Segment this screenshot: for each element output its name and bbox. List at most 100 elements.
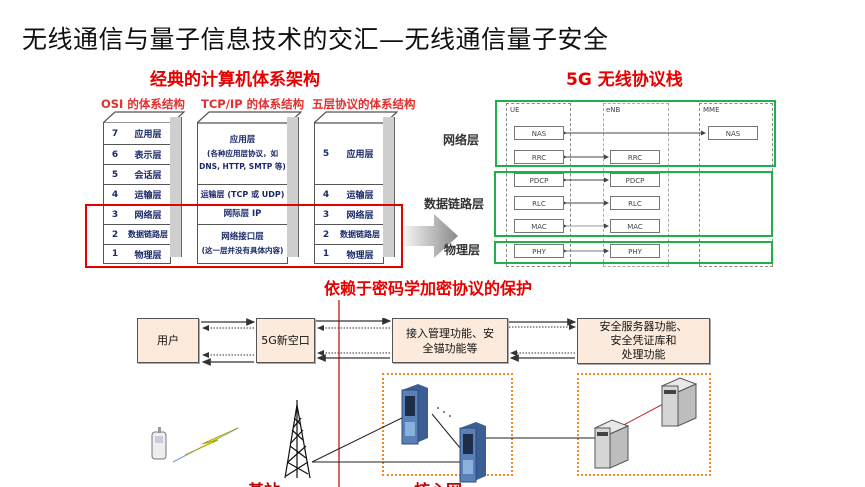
- access-label-line: 接入管理功能、安: [406, 326, 494, 340]
- osi-title: OSI 的体系结构: [101, 97, 185, 111]
- layer-label: 表示层: [134, 151, 162, 161]
- enb-label: eNB: [606, 106, 621, 114]
- phy-enb: PHY: [610, 244, 660, 258]
- security-label-line: 安全凭证库和: [610, 334, 677, 347]
- link-tower-core1: [311, 413, 411, 463]
- osi-stack-side: [170, 117, 182, 257]
- layer-label: 应用层: [134, 130, 162, 140]
- osi-layer-5: 5 会话层: [104, 164, 170, 184]
- user-label: 用户: [157, 334, 179, 347]
- layer-sublabel: DNS, HTTP, SMTP 等): [199, 162, 286, 171]
- mme-label: MME: [703, 106, 720, 114]
- core-server-icon: [459, 422, 486, 483]
- layer-label: 网络层: [346, 211, 374, 221]
- five-layer-stack-top: [314, 111, 398, 124]
- rrc-ue: RRC: [514, 150, 564, 164]
- cell-tower-icon: [284, 400, 311, 479]
- tcpip-link-layer: 网络接口层 (这一层并没有具体内容): [198, 224, 287, 263]
- layer-label: 物理层: [134, 250, 162, 261]
- tcpip-transport-layer: 运输层 (TCP 或 UDP): [198, 184, 287, 204]
- layer-num: 1: [322, 249, 330, 259]
- core-network-label-clipped: 核心网: [414, 481, 462, 487]
- layer-num: 3: [111, 209, 119, 220]
- security-server-group: [577, 373, 711, 476]
- osi-layer-1: 1 物理层: [104, 244, 170, 263]
- tcpip-stack-top: [197, 111, 302, 124]
- security-server-icon: [660, 377, 698, 427]
- nas-mme: NAS: [708, 126, 758, 140]
- transition-arrow-icon: [404, 214, 458, 258]
- layer-label: 网络接口层: [221, 232, 264, 242]
- user-box: 用户: [137, 318, 199, 363]
- tcpip-application-layer: 应用层 (各种应用层协议，如 DNS, HTTP, SMTP 等): [198, 123, 287, 184]
- rlc-enb: RLC: [610, 196, 660, 210]
- page-title: 无线通信与量子信息技术的交汇—无线通信量子安全: [22, 25, 609, 54]
- layer-num: 2: [111, 229, 119, 240]
- tcpip-stack: 应用层 (各种应用层协议，如 DNS, HTTP, SMTP 等) 运输层 (T…: [197, 111, 302, 264]
- five-layer-title: 五层协议的体系结构: [312, 97, 416, 111]
- osi-layer-7: 7 应用层: [104, 123, 170, 144]
- lightning-icon: [184, 427, 239, 456]
- tcpip-title: TCP/IP 的体系结构: [201, 97, 305, 111]
- five-layer-stack-side: [383, 117, 395, 257]
- layer-num: 2: [322, 229, 330, 240]
- layer-num: 4: [322, 189, 330, 200]
- crypto-protection-heading: 依赖于密码学加密协议的保护: [324, 279, 533, 298]
- nas-ue: NAS: [514, 126, 564, 140]
- security-label-line: 处理功能: [621, 348, 666, 361]
- lower-layers-highlight: [85, 204, 403, 268]
- layer-num: 5: [111, 169, 119, 180]
- air-interface-label: 5G新空口: [261, 334, 310, 347]
- network-illustration: [151, 377, 698, 483]
- base-station-label-clipped: 基站: [248, 481, 280, 487]
- tcpip-stack-side: [287, 117, 299, 257]
- osi-layer-4: 4 运输层: [104, 184, 170, 204]
- layer-label: 运输层: [134, 191, 162, 201]
- five-layer-1: 1 物理层: [315, 244, 383, 263]
- layer-num: 1: [111, 249, 119, 259]
- phy-ue: PHY: [514, 244, 564, 258]
- core-server-icon: [401, 384, 428, 445]
- enb-column: [603, 103, 669, 267]
- 5g-air-interface-box: 5G新空口: [256, 318, 315, 363]
- ue-label: UE: [510, 106, 520, 114]
- ue-column: [506, 103, 571, 267]
- layer-label: 数据链路层: [340, 230, 380, 239]
- five-layer-2: 2 数据链路层: [315, 224, 383, 244]
- layer-num: 7: [111, 128, 119, 139]
- 5g-stack-heading: 5G 无线协议栈: [566, 70, 683, 90]
- datalink-layer-label: 数据链路层: [424, 197, 485, 211]
- osi-stack-top: [103, 111, 185, 123]
- phone-icon: [151, 427, 167, 460]
- layer-num: 4: [111, 189, 119, 200]
- five-layer-4: 4 运输层: [315, 184, 383, 204]
- mac-ue: MAC: [514, 219, 564, 233]
- classic-architecture-heading: 经典的计算机体系架构: [150, 70, 320, 90]
- mac-enb: MAC: [610, 219, 660, 233]
- rrc-enb: RRC: [610, 150, 660, 164]
- layer-sublabel: (这一层并没有具体内容): [201, 246, 284, 255]
- layer-label: 运输层 (TCP 或 UDP): [200, 190, 285, 199]
- protocol-peer-arrows: [562, 130, 706, 254]
- datalink-layer-box: [494, 171, 773, 237]
- layer-num: 5: [322, 148, 330, 159]
- layer-label: 网络层: [134, 211, 162, 221]
- physical-layer-box: [494, 241, 773, 264]
- layer-label: 网际层 IP: [223, 209, 262, 219]
- layer-label: 运输层: [346, 191, 374, 201]
- link-security-servers: [617, 402, 666, 429]
- rlc-ue: RLC: [514, 196, 564, 210]
- core-network-group: [382, 373, 513, 476]
- flow-arrows: [201, 318, 577, 366]
- security-server-box: 安全服务器功能、 安全凭证库和 处理功能: [577, 318, 710, 364]
- layer-label: 应用层: [229, 135, 256, 145]
- access-management-box: 接入管理功能、安 全锚功能等: [392, 318, 508, 363]
- layer-label: 会话层: [134, 171, 162, 181]
- layer-sublabel: (各种应用层协议，如: [207, 149, 278, 158]
- layer-label: 物理层: [346, 250, 374, 261]
- network-layer-box: [495, 100, 776, 167]
- security-server-icon: [593, 419, 630, 469]
